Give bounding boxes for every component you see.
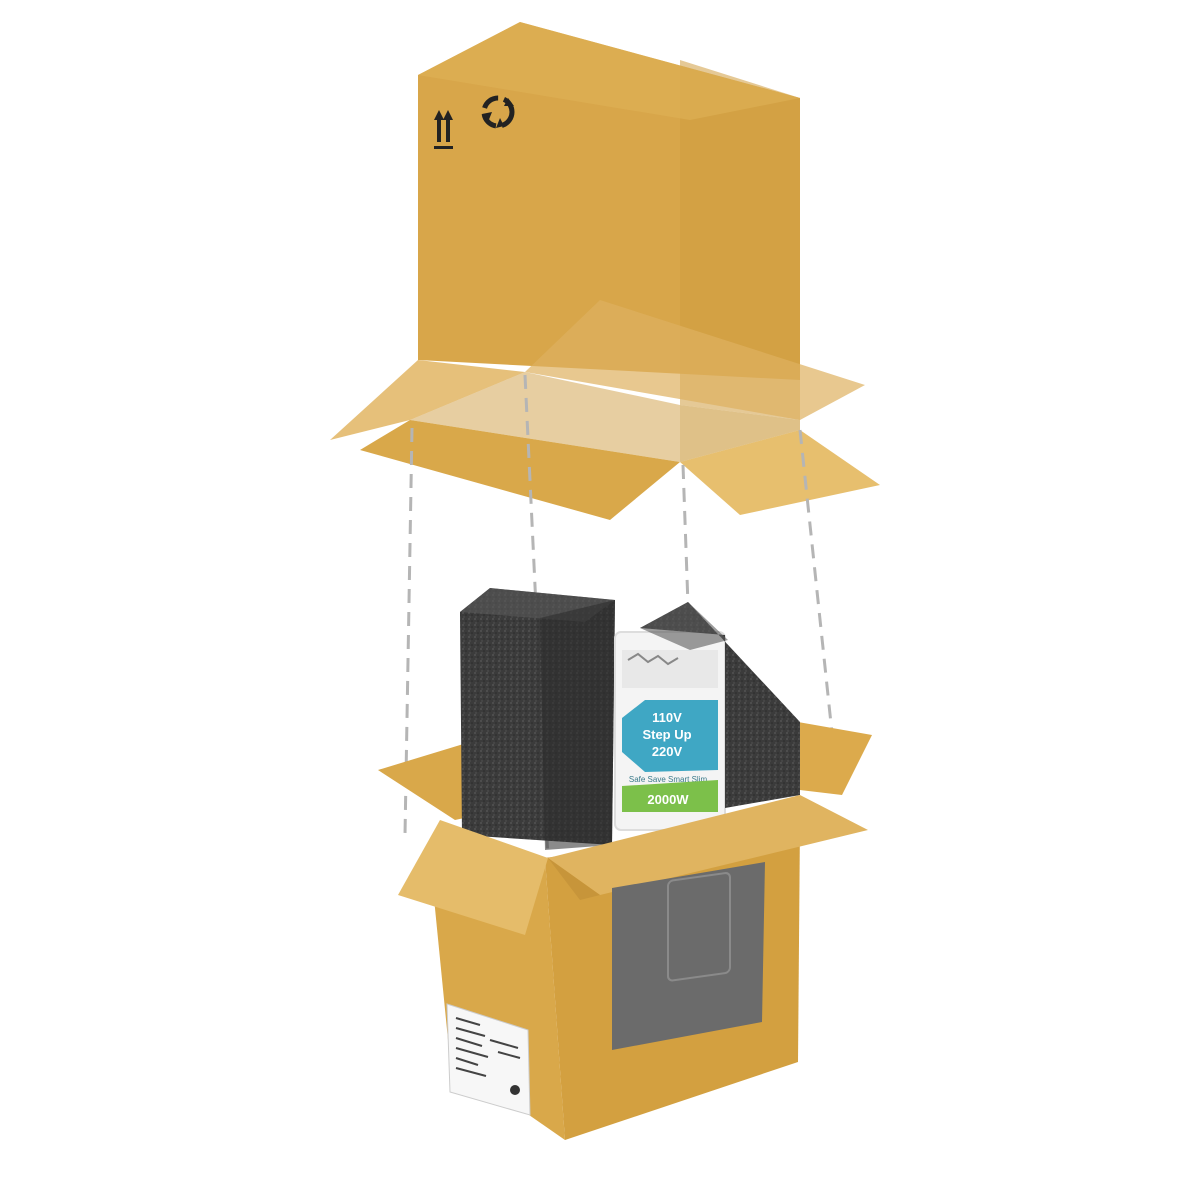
- foam-block-left: [460, 588, 615, 850]
- recycle-icon: [481, 95, 515, 129]
- product-device: 110V Step Up 220V Safe Save Smart Slim 2…: [614, 631, 726, 831]
- product-tag-green: [622, 780, 718, 812]
- bottom-box-flap-back-right: [798, 722, 872, 795]
- product-voltage-in: 110V: [652, 710, 682, 725]
- shipping-label: [446, 1003, 531, 1116]
- product-voltage-out: 220V: [652, 744, 683, 759]
- top-box-flap-front: [360, 420, 680, 520]
- product-mode: Step Up: [642, 727, 691, 742]
- bottom-box-flap-front-right: [548, 795, 868, 895]
- guide-line-3: [681, 464, 690, 606]
- foam-block-right: [640, 602, 800, 808]
- product-model-line: Safe Save Smart Slim: [629, 775, 708, 784]
- top-box-side-face: [680, 60, 800, 420]
- top-box-flap-back: [525, 300, 865, 420]
- top-box-lid: [330, 22, 880, 520]
- product-window: [612, 862, 765, 1050]
- bottom-box: [398, 795, 868, 1140]
- product-power: 2000W: [647, 792, 689, 807]
- bottom-box-flap-front-left: [398, 820, 548, 935]
- top-box-flap-left: [330, 360, 525, 440]
- this-way-up-icon: [434, 110, 453, 149]
- top-box-flap-right: [680, 430, 880, 515]
- product-tag-blue: [622, 700, 718, 772]
